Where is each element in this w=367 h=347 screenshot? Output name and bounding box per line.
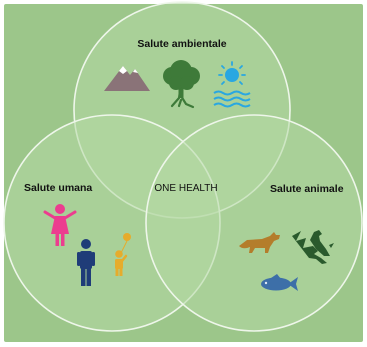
- child-with-balloon-icon: [115, 233, 131, 276]
- environment-label: Salute ambientale: [137, 38, 226, 50]
- eagle-icon: [292, 230, 334, 264]
- tree-icon: [163, 60, 200, 109]
- animal-label: Salute animale: [270, 183, 344, 195]
- man-icon: [77, 239, 95, 286]
- animal-circle: [145, 114, 363, 332]
- human-label: Salute umana: [24, 182, 92, 194]
- fish-icon: [261, 274, 298, 291]
- woman-icon: [43, 204, 77, 246]
- center-label: ONE HEALTH: [154, 183, 217, 194]
- sun-over-water-icon: [213, 61, 251, 108]
- fox-icon: [239, 232, 280, 253]
- venn-circles: [3, 1, 363, 332]
- mountain-icon: [104, 66, 150, 91]
